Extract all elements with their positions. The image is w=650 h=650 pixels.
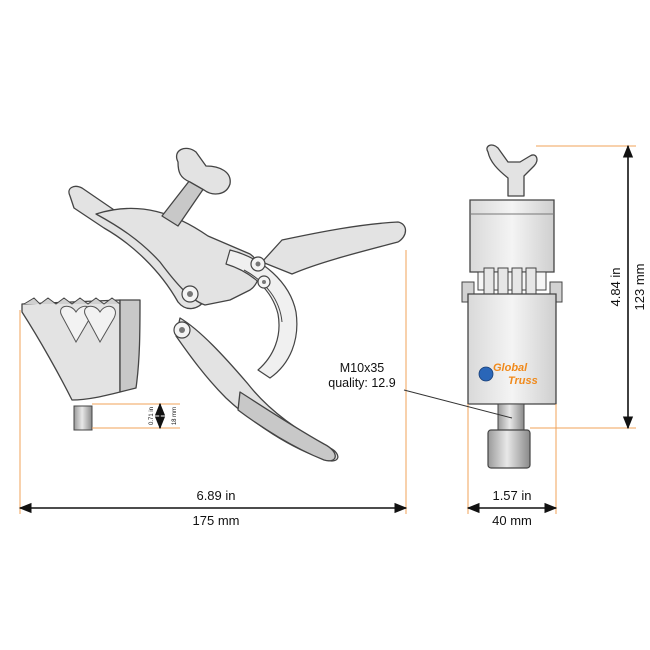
logo-line-1: Global [493,362,528,374]
bolt-spec-callout: M10x35 quality: 12.9 [328,361,395,390]
pivot-main-center [187,291,193,297]
bolt-mm-label: 18 mm [172,407,178,425]
side-width-mm-label: 40 mm [492,513,532,528]
bolt-spec-line-1: M10x35 [340,361,385,375]
bolt-spec-line-2: quality: 12.9 [328,376,395,390]
front-link-2 [497,267,509,295]
extension-lines [19,145,636,514]
wing-nut [175,147,231,195]
front-upper-housing [469,199,555,273]
jaw-serration [23,297,121,305]
jaw-recess-right [84,305,116,344]
dimension-labels: 6.89 in 175 mm 1.57 in 40 mm 4.84 in 123… [149,264,647,528]
width-inches-label: 6.89 in [196,488,235,503]
width-mm-label: 175 mm [193,513,240,528]
bolt-threaded [73,405,93,431]
clamp-front-view: Global Truss [461,144,563,469]
front-lower-housing [467,293,557,405]
arc-guide-slot [243,269,283,323]
front-wing-nut [486,144,538,197]
front-link-1 [483,267,495,295]
globe-icon [478,366,494,382]
front-bolt [497,403,525,431]
bolt-inches-label: 0.71 in [149,407,155,425]
lower-lever-handle [175,317,339,462]
lower-jaw-front [119,299,141,393]
logo-line-2: Truss [508,375,538,387]
callout-leader-line [403,389,513,419]
clamp-side-view [21,147,407,462]
upper-lever-handle [261,221,407,275]
arc-guide-plate [225,249,298,379]
dimension-lines [18,144,634,514]
lower-lever-grip [237,391,336,462]
pivot-arc-center [262,280,266,284]
front-link-4 [525,267,537,295]
height-mm-label: 123 mm [632,264,647,311]
pivot-upper-right-center [255,261,261,267]
height-inches-label: 4.84 in [608,267,623,306]
side-width-inches-label: 1.57 in [492,488,531,503]
front-link-3 [511,267,523,295]
global-truss-logo: Global Truss [478,362,538,387]
front-lower-tube [487,429,531,469]
pivot-lower-center [179,327,185,333]
